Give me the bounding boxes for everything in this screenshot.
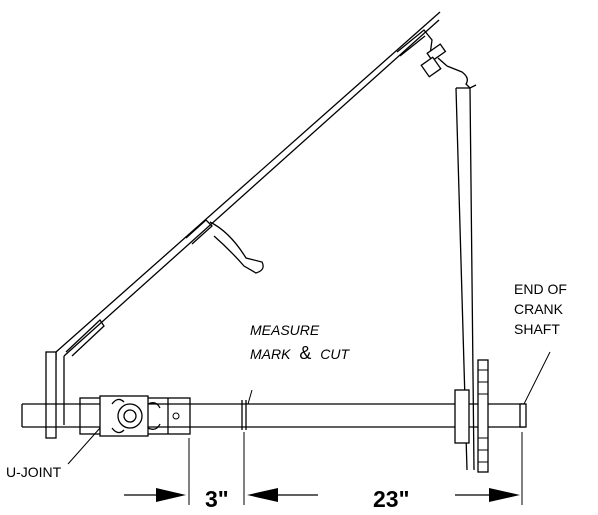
dimension-23-inch: 23" [373, 486, 410, 512]
crank-collar [454, 389, 470, 444]
measure-label: MEASURE [250, 322, 320, 338]
lower-left-bracket [65, 318, 105, 357]
crank-pulley [477, 359, 489, 473]
end-of-label: END OF [514, 281, 567, 297]
cut-word: CUT [320, 346, 350, 362]
u-joint-label: U-JOINT [6, 464, 62, 480]
dimension-3-inch: 3" [205, 486, 229, 512]
ujoint-leader-line [67, 427, 101, 465]
mid-bracket [185, 219, 264, 274]
shaft-label: SHAFT [514, 321, 560, 337]
crank-label: CRANK [514, 301, 564, 317]
measure-leader-line [247, 389, 253, 405]
ampersand: & [299, 343, 311, 363]
dimension-arrows [124, 488, 520, 502]
cut-mark [241, 400, 247, 430]
upper-bracket [396, 29, 477, 89]
dimension-extension-lines [188, 432, 523, 505]
mark-cut-label: MARK & CUT [250, 343, 350, 363]
left-mounting-plate [45, 351, 57, 439]
sloped-panel [55, 11, 441, 425]
mark-word: MARK [250, 346, 291, 362]
crank-shaft-end [519, 403, 527, 428]
u-joint [79, 395, 191, 437]
crank-leader-line [523, 351, 551, 405]
